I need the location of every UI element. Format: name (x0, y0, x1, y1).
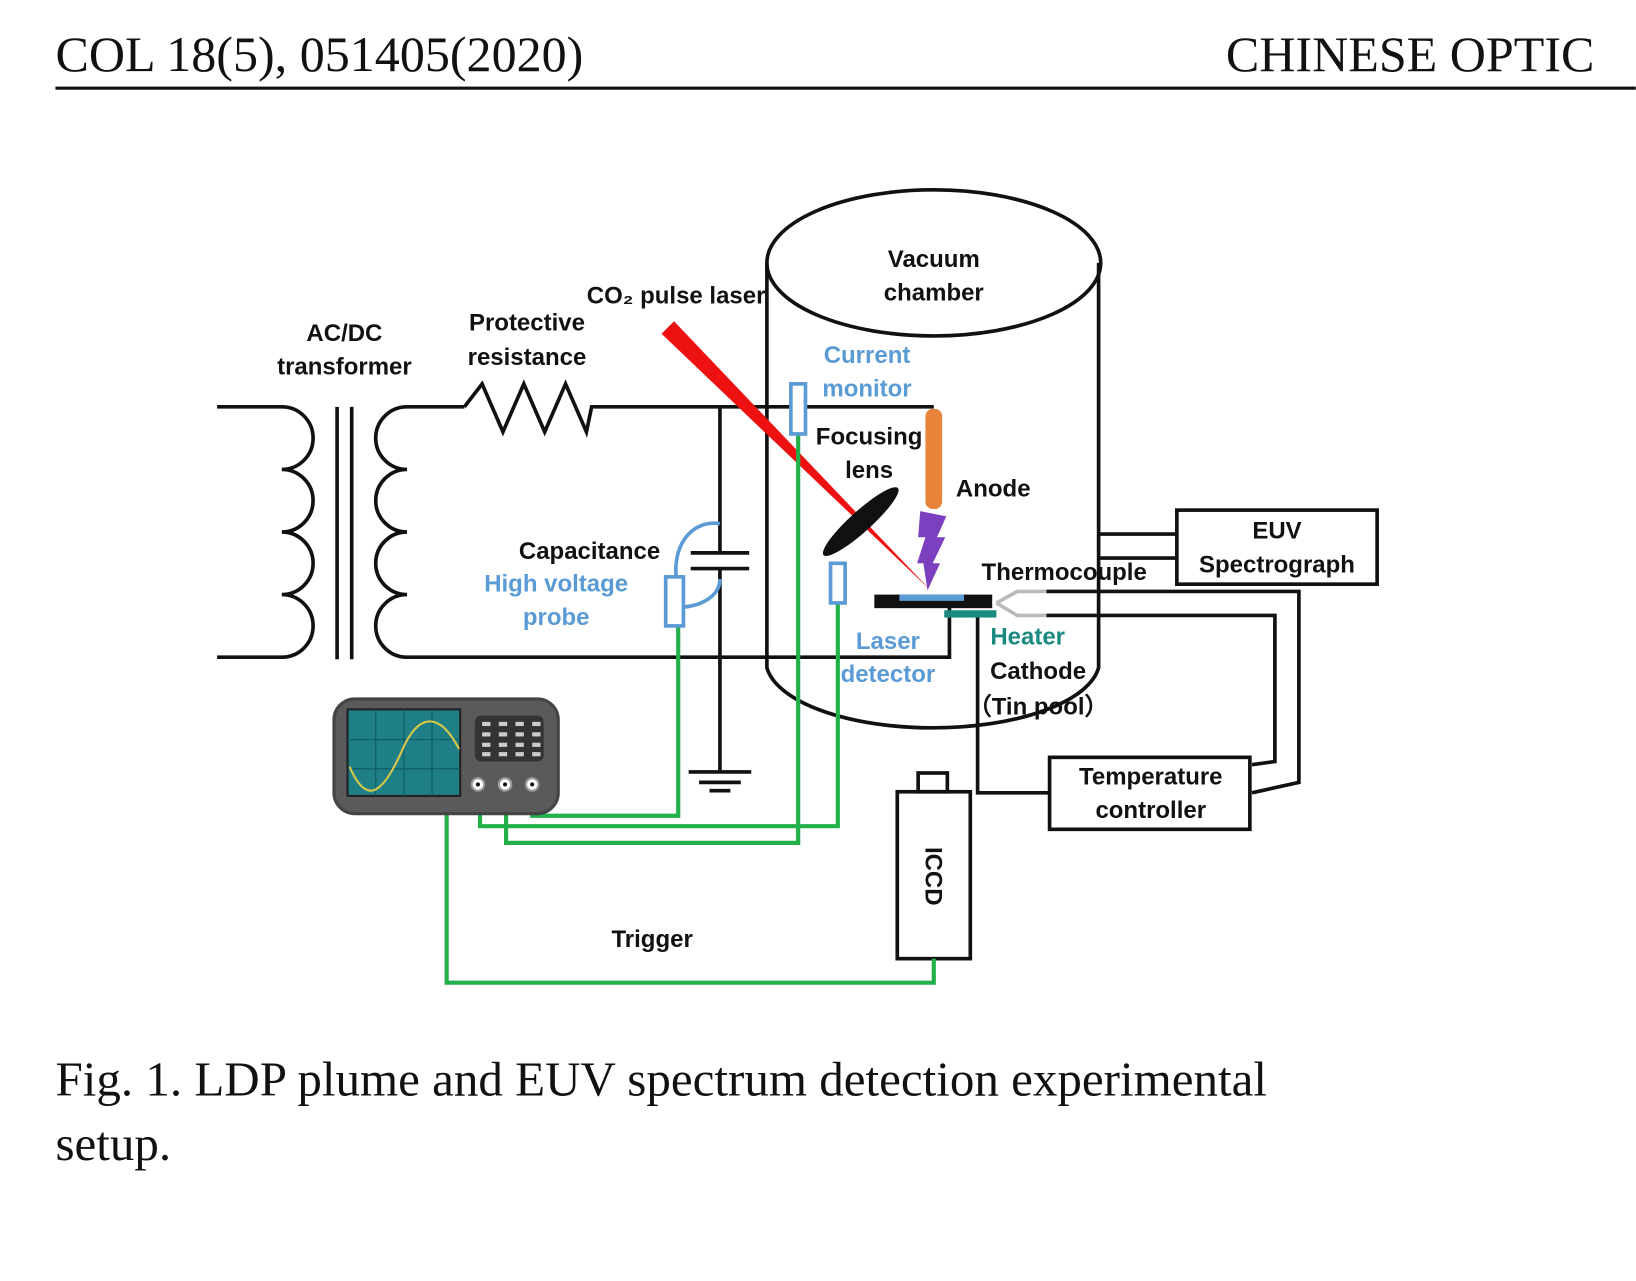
oscilloscope (332, 697, 560, 816)
label-iccd: ICCD (919, 847, 946, 906)
label-tin-pool: （Tin pool） (968, 694, 1109, 721)
heater (944, 610, 997, 618)
label-chamber: chamber (884, 279, 984, 306)
figure-caption-line1: Fig. 1. LDP plume and EUV spectrum detec… (55, 1051, 1267, 1106)
transformer (217, 405, 952, 660)
capacitor (688, 406, 752, 793)
label-probe: probe (523, 604, 590, 631)
euv-spectrograph (1175, 508, 1379, 586)
anode (925, 408, 943, 510)
label-cathode: Cathode (990, 658, 1086, 685)
tin-pool (899, 594, 965, 601)
label-monitor: monitor (822, 375, 911, 402)
label-transformer: transformer (277, 353, 412, 380)
label-ac-dc: AC/DC (306, 320, 382, 347)
laser-detector (828, 561, 847, 605)
vacuum-chamber (765, 188, 1103, 730)
thermocouple (995, 589, 1047, 618)
label-temperature: Temperature (1079, 763, 1223, 790)
label-euv: EUV (1252, 517, 1301, 544)
resistor (462, 379, 934, 438)
label-capacitance: Capacitance (519, 538, 660, 565)
label-anode: Anode (956, 476, 1031, 503)
label-heater: Heater (990, 624, 1065, 651)
figure-caption-line2: setup. (55, 1116, 171, 1171)
label-co2-laser: CO₂ pulse laser (587, 283, 766, 310)
high-voltage-probe (663, 521, 722, 628)
discharge-spark (917, 511, 947, 591)
ground-icon (688, 770, 752, 793)
label-lens: lens (845, 457, 893, 484)
setup-diagram: AC/DC transformer Protective resistance … (217, 188, 1379, 985)
journal-title: CHINESE OPTIC (1226, 26, 1595, 82)
label-trigger: Trigger (611, 926, 692, 953)
focusing-lens (822, 487, 899, 556)
label-high-voltage: High voltage (484, 570, 628, 597)
label-protective: Protective (469, 310, 585, 337)
label-focusing: Focusing (816, 423, 923, 450)
label-detector: detector (841, 661, 936, 688)
label-laser: Laser (856, 628, 920, 655)
label-vacuum: Vacuum (888, 246, 980, 273)
temperature-controller (1047, 755, 1252, 832)
label-resistance: resistance (468, 344, 587, 371)
label-controller: controller (1095, 797, 1206, 824)
label-thermocouple: Thermocouple (982, 559, 1147, 586)
trigger-wire (444, 813, 936, 985)
header-rule (55, 86, 1636, 90)
label-spectrograph: Spectrograph (1199, 552, 1355, 579)
citation: COL 18(5), 051405(2020) (55, 26, 583, 82)
label-current: Current (824, 342, 911, 369)
current-monitor (789, 382, 808, 436)
